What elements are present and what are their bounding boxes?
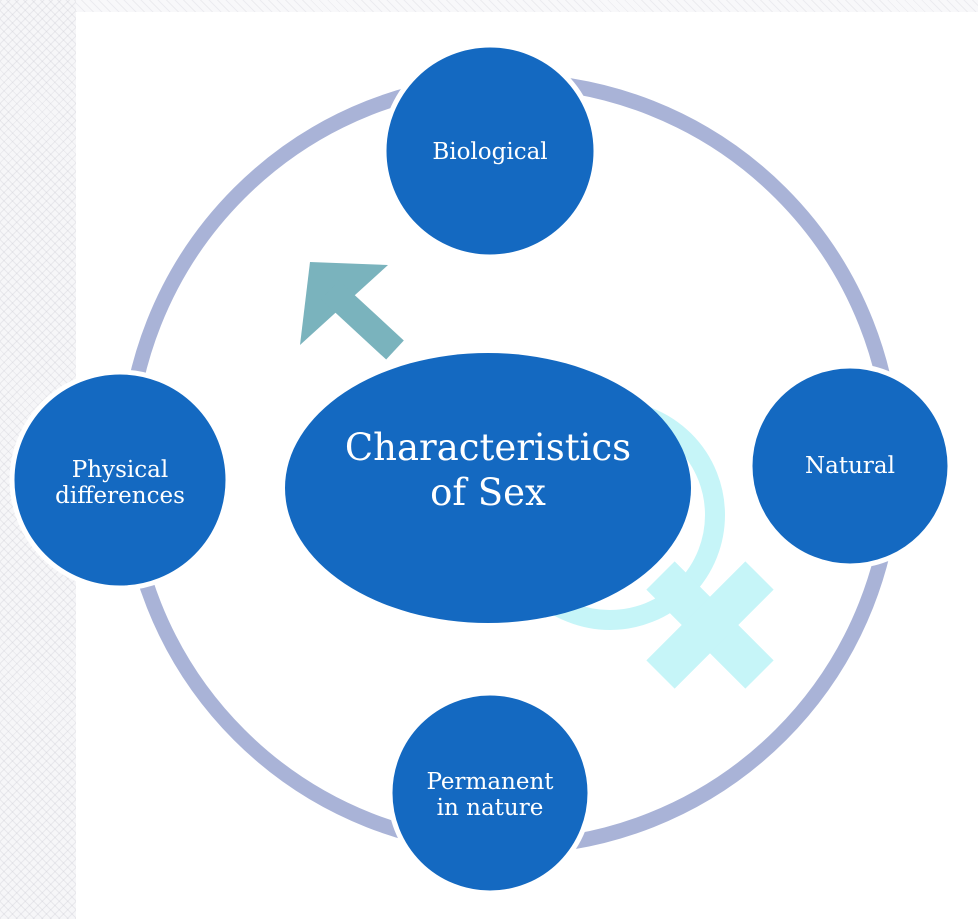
node-biological-shape [381,42,599,260]
male-symbol-icon [300,262,404,360]
node-physical-line1: Physical [71,456,169,483]
node-biological-label: Biological [400,132,580,172]
node-permanent-shape [387,690,593,896]
node-natural-shape [747,363,953,569]
node-physical-shape [9,369,231,591]
node-permanent-line1: Permanent [426,768,554,795]
center-label: Characteristics of Sex [300,415,676,525]
center-label-line2: of Sex [430,471,546,514]
node-physical-line2: differences [55,483,185,509]
center-label-line1: Characteristics [344,425,632,469]
node-natural-text: Natural [805,452,895,479]
node-permanent-label: Permanent in nature [400,760,580,830]
center-node-shape [285,353,691,623]
node-biological-text: Biological [432,138,548,165]
node-permanent-line2: in nature [436,795,544,821]
background-texture-top [76,0,978,12]
node-physical-label: Physical differences [25,448,215,518]
node-natural-label: Natural [770,446,930,486]
